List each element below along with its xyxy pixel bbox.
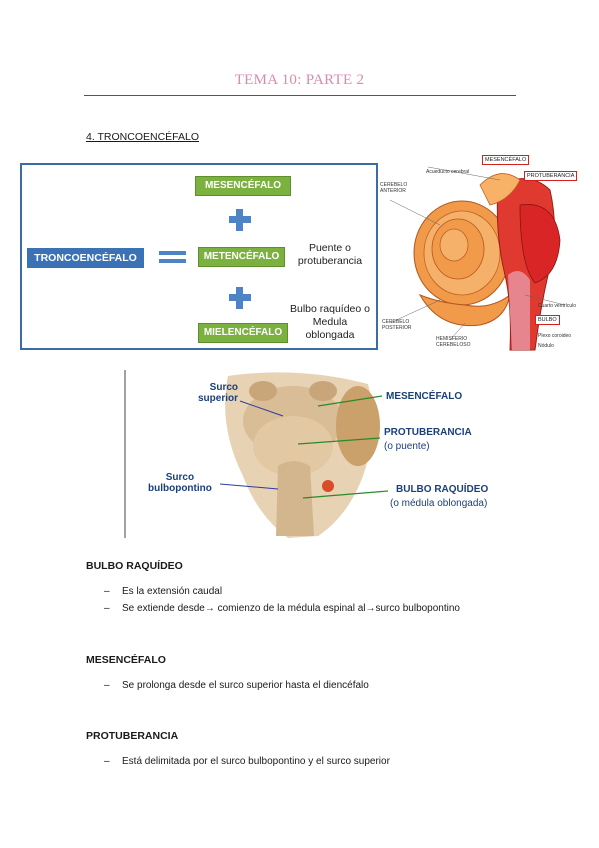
title-divider xyxy=(84,95,516,96)
note-line: Puente o xyxy=(308,242,352,254)
page-title: TEMA 10: PARTE 2 xyxy=(234,72,365,88)
box-mesencefalo: MESENCÉFALO xyxy=(482,155,530,165)
label-line: bulbopontino xyxy=(148,483,212,494)
label-line: CEREBELO xyxy=(382,319,410,325)
mielencefalo-note: Bulbo raquídeo o Medula oblongada xyxy=(284,303,376,342)
bullet-dash: – xyxy=(104,756,110,767)
plus-icon-vertical xyxy=(236,287,243,309)
label-line: HEMISFERIO xyxy=(436,336,468,342)
heading-bulbo: BULBO RAQUÍDEO xyxy=(86,560,183,572)
bullet-dash: – xyxy=(104,603,110,614)
plus-icon-vertical xyxy=(236,209,243,231)
note-line: Bulbo raquídeo o xyxy=(290,303,370,315)
bulbo-item-2: Se extiende desde→ comienzo de la médula… xyxy=(122,603,460,614)
label-line: CEREBELOSO xyxy=(436,342,471,348)
label-plexo: Plexo coroideo xyxy=(538,333,572,339)
label-line: Surco xyxy=(165,472,195,483)
label-protuberancia-sub: (o puente) xyxy=(384,441,430,452)
label-line: Surco xyxy=(209,382,239,393)
troncoencefalo-diagram: MESENCÉFALO TRONCOENCÉFALO METENCÉFALO P… xyxy=(20,163,378,350)
note-line: protuberancia xyxy=(297,255,363,267)
brainstem-ventral-figure: Surco superior Surco bulbopontino MESENC… xyxy=(118,366,514,542)
metencefalo-box: METENCÉFALO xyxy=(198,247,285,267)
protuberancia-item-1: Está delimitada por el surco bulbopontin… xyxy=(122,756,390,767)
metencefalo-note: Puente o protuberancia xyxy=(290,242,370,268)
box-protuberancia: PROTUBERANCIA xyxy=(524,171,578,181)
brainstem-ventral-illustration xyxy=(124,370,389,538)
mesencefalo-box: MESENCÉFALO xyxy=(195,176,291,196)
brainstem-sagittal-figure: Acueducto cerebral CEREBELO ANTERIOR CER… xyxy=(380,145,594,352)
bulbo-item-1: Es la extensión caudal xyxy=(122,586,223,597)
mesencefalo-item-1: Se prolonga desde el surco superior hast… xyxy=(122,680,369,691)
heading-mesencefalo: MESENCÉFALO xyxy=(86,654,166,666)
label-bulbo-sub: (o médula oblongada) xyxy=(390,498,488,509)
note-line: Medula xyxy=(312,316,348,328)
box-bulbo: BULBO xyxy=(535,315,560,325)
section-heading: 4. TRONCOENCÉFALO xyxy=(86,131,199,143)
label-line: POSTERIOR xyxy=(382,325,412,331)
label-bulbo: BULBO RAQUÍDEO xyxy=(396,484,489,495)
equals-icon-top xyxy=(159,251,186,255)
label-line: superior xyxy=(198,393,239,404)
label-acueducto: Acueducto cerebral xyxy=(426,169,470,175)
label-mesencefalo: MESENCÉFALO xyxy=(386,391,463,402)
bullet-dash: – xyxy=(104,586,110,597)
label-surco-bulbopontino: Surco bulbopontino xyxy=(148,472,212,494)
bullet-dash: – xyxy=(104,680,110,691)
label-protuberancia: PROTUBERANCIA xyxy=(384,427,472,438)
label-line: CEREBELO xyxy=(380,182,408,188)
troncoencefalo-box: TRONCOENCÉFALO xyxy=(27,248,144,268)
label-cerebelo-anterior: CEREBELO ANTERIOR xyxy=(380,182,407,194)
label-nodulo: Nódulo xyxy=(538,343,554,349)
equals-icon-bottom xyxy=(159,259,186,263)
label-cerebelo-posterior: CEREBELO POSTERIOR xyxy=(382,319,411,331)
mielencefalo-box: MIELENCÉFALO xyxy=(198,323,288,343)
label-surco-superior: Surco superior xyxy=(198,382,238,404)
label-hemisferio: HEMISFERIO CEREBELOSO xyxy=(436,336,470,348)
brainstem-sagittal-illustration xyxy=(389,166,566,351)
heading-protuberancia: PROTUBERANCIA xyxy=(86,730,179,742)
label-line: ANTERIOR xyxy=(380,188,406,194)
note-line: oblongada xyxy=(305,329,355,341)
label-cuarto-ventriculo: Cuarto ventrículo xyxy=(538,303,577,309)
